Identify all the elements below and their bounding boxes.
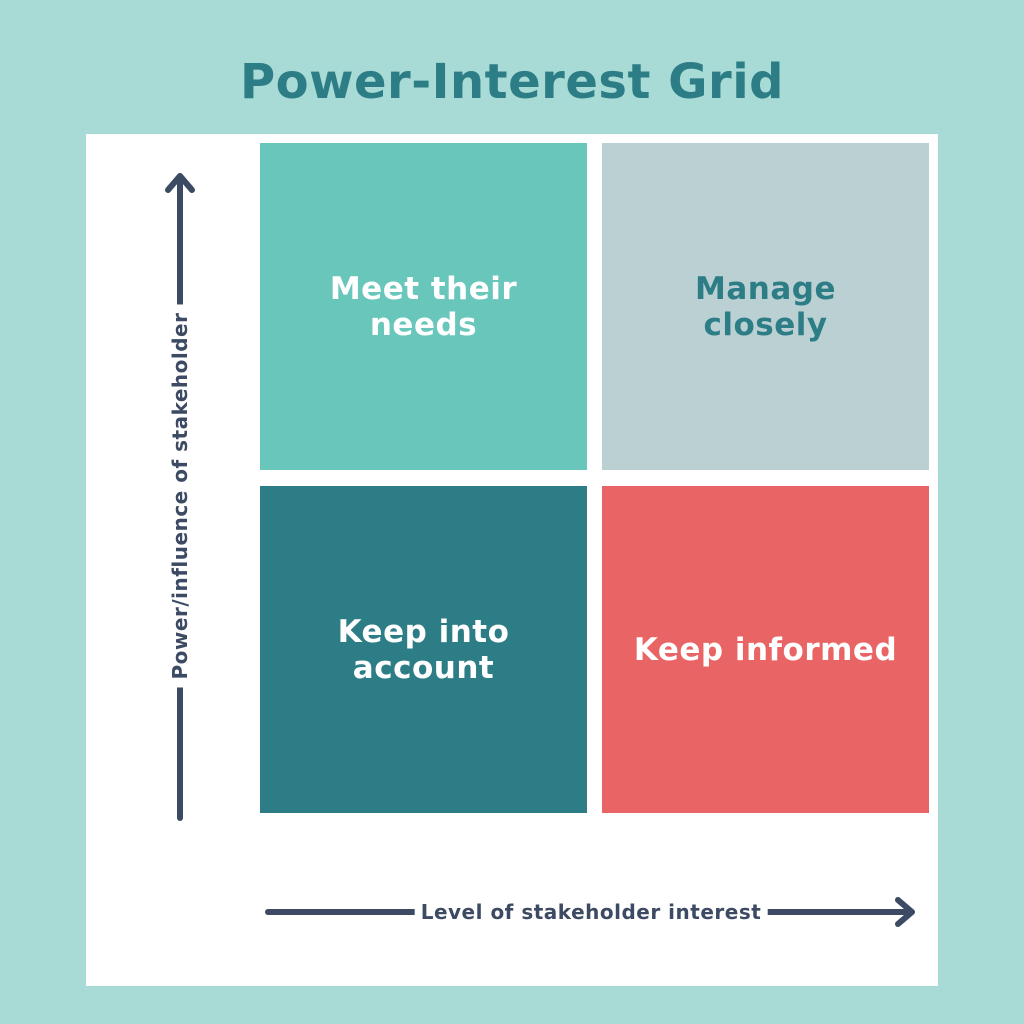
y-axis: Power/influence of stakeholder xyxy=(158,170,202,822)
quadrant-label: Keep informed xyxy=(633,631,898,668)
x-axis: Level of stakeholder interest xyxy=(264,892,918,932)
y-axis-label: Power/influence of stakeholder xyxy=(168,304,192,688)
quadrant-keep-into-account: Keep into account xyxy=(260,486,587,813)
x-axis-label: Level of stakeholder interest xyxy=(414,900,768,924)
quadrant-label: Keep into account xyxy=(337,613,510,686)
quadrant-keep-informed: Keep informed xyxy=(602,486,929,813)
quadrant-label: Manage closely xyxy=(695,270,836,343)
quadrant-label: Meet their needs xyxy=(329,270,518,343)
grid-panel: Meet their needs Manage closely Keep int… xyxy=(86,134,938,986)
quadrant-meet-their-needs: Meet their needs xyxy=(260,143,587,470)
page-title: Power-Interest Grid xyxy=(239,54,784,110)
quadrant-manage-closely: Manage closely xyxy=(602,143,929,470)
